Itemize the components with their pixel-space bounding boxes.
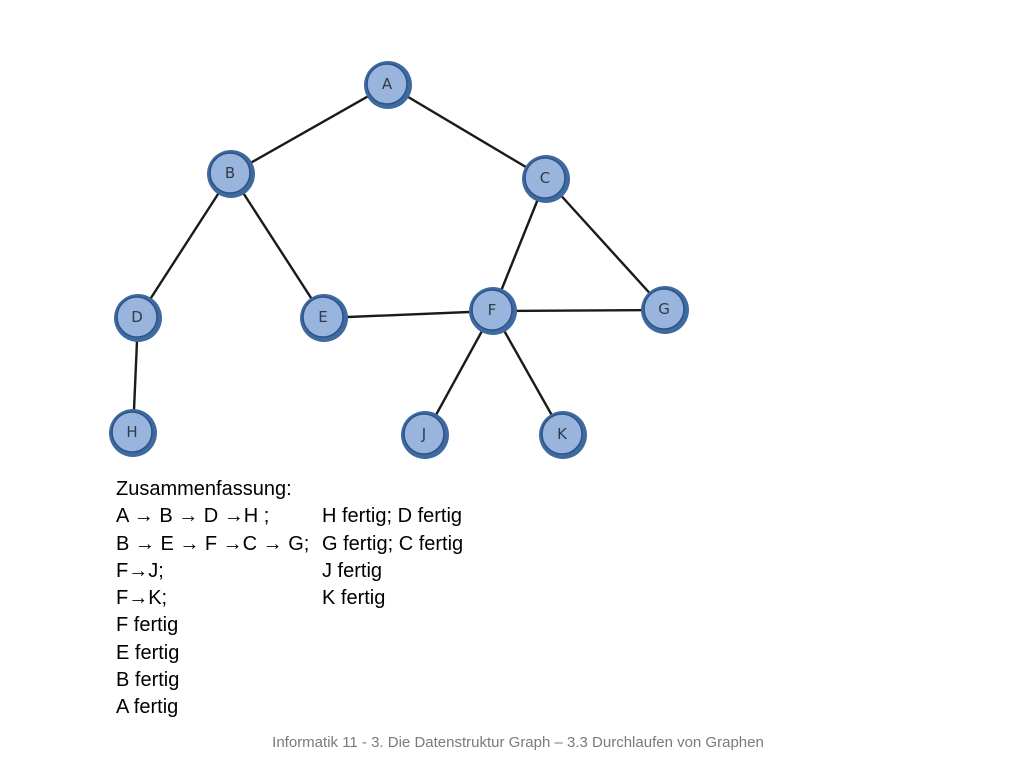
node-circle xyxy=(116,296,158,338)
edge-e-f xyxy=(323,309,494,320)
summary-step: A fertig xyxy=(116,696,179,719)
summary-row: B fertig xyxy=(116,667,463,694)
node-circle xyxy=(471,289,513,331)
node-c: C xyxy=(522,155,570,203)
summary-row: F→K; K fertig xyxy=(116,585,463,612)
edge-c-g xyxy=(545,178,666,311)
summary-row: F fertig xyxy=(116,612,463,639)
node-e: E xyxy=(300,294,348,342)
node-j: J xyxy=(401,411,449,459)
edge-b-e xyxy=(229,173,326,319)
summary-step: E fertig xyxy=(116,641,180,664)
node-label: H xyxy=(126,423,137,441)
node-h: H xyxy=(109,409,157,457)
graph-edges xyxy=(131,83,666,436)
summary-finished: J fertig xyxy=(322,559,383,582)
summary-heading: Zusammenfassung: xyxy=(116,476,463,503)
graph-nodes: A B C D E F G H J K xyxy=(109,61,689,459)
node-d: D xyxy=(114,294,162,342)
node-label: G xyxy=(658,300,670,318)
summary-row: B → E → F →C → G; G fertig; C fertig xyxy=(116,531,463,558)
summary-row: A fertig xyxy=(116,694,463,721)
summary-step: B fertig xyxy=(116,669,180,692)
node-k: K xyxy=(539,411,587,459)
edge-f-g xyxy=(492,308,666,313)
edge-a-c xyxy=(387,83,547,181)
summary-row: E fertig xyxy=(116,640,463,667)
summary-step: B → E → F →C → G; xyxy=(116,532,310,555)
node-label: E xyxy=(318,308,327,326)
node-circle xyxy=(111,411,153,453)
summary-row: A → B → D →H ; H fertig; D fertig xyxy=(116,503,463,530)
node-label: D xyxy=(131,308,143,326)
summary-finished: G fertig; C fertig xyxy=(322,532,464,555)
node-g: G xyxy=(641,286,689,334)
edge-b-d xyxy=(136,173,233,319)
node-label: K xyxy=(557,425,568,443)
node-f: F xyxy=(469,287,517,335)
node-circle xyxy=(643,288,685,330)
node-label: C xyxy=(540,169,550,187)
node-b: B xyxy=(207,150,255,198)
slide-footer: Informatik 11 - 3. Die Datenstruktur Gra… xyxy=(272,734,764,751)
node-circle xyxy=(403,413,445,455)
node-circle xyxy=(366,63,408,105)
node-circle xyxy=(209,152,251,194)
node-label: A xyxy=(382,75,393,93)
summary-finished: K fertig xyxy=(322,587,386,610)
node-circle xyxy=(541,413,583,455)
node-circle xyxy=(524,157,566,199)
node-label: B xyxy=(225,164,235,182)
edge-a-b xyxy=(230,83,389,176)
node-label: J xyxy=(421,425,426,443)
node-circle xyxy=(302,296,344,338)
node-label: F xyxy=(488,301,497,319)
summary-step: F→J; xyxy=(116,559,164,582)
summary-block: Zusammenfassung: A → B → D →H ; H fertig… xyxy=(116,476,463,722)
graph-diagram: A B C D E F G H J K xyxy=(109,61,689,459)
summary-step: F→K; xyxy=(116,587,168,610)
summary-finished: H fertig; D fertig xyxy=(322,505,463,528)
summary-heading-text: Zusammenfassung: xyxy=(116,478,292,500)
summary-step: F fertig xyxy=(116,614,179,637)
summary-step: A → B → D →H ; xyxy=(116,505,270,528)
node-a: A xyxy=(364,61,412,109)
summary-row: F→J; J fertig xyxy=(116,558,463,585)
